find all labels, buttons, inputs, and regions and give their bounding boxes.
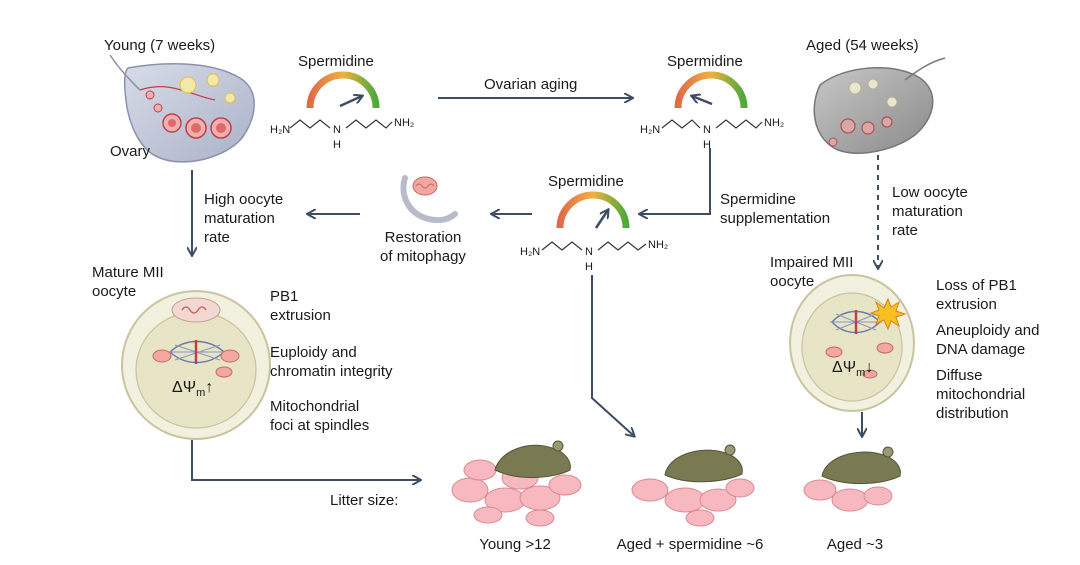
aged-feature-6: mitochondrial <box>936 386 1026 403</box>
chem-nh2-young: NH₂ <box>394 117 415 129</box>
chem-h2n-aged: H₂N <box>640 124 661 136</box>
spermidine-structure-aged <box>661 119 763 129</box>
gauge-supplemented <box>556 191 630 229</box>
mature-line1: Mature MII <box>92 264 164 281</box>
chem-nh2-supplemented: NH₂ <box>648 239 669 251</box>
mature-oocyte-illustration <box>121 290 271 440</box>
chem-n-supplemented: N <box>585 246 593 258</box>
delta-psi-symbol: ΔΨ <box>172 379 197 396</box>
young-feature-5: Mitochondrial <box>270 398 360 415</box>
delta-psi-subscript: m <box>856 367 866 380</box>
mature-to-litter-arrow <box>191 440 420 480</box>
young-feature-1: PB1 <box>270 288 299 305</box>
litter-aged-illustration <box>803 446 901 512</box>
spermidine-label-aged: Spermidine <box>667 53 743 70</box>
membrane-potential-young: ΔΨm↑ <box>172 378 213 403</box>
supplemented-to-litter-arrow <box>591 275 634 436</box>
chem-h-aged: H <box>703 139 711 151</box>
aged-feature-5: Diffuse <box>936 367 983 384</box>
young-feature-6: foci at spindles <box>270 417 370 434</box>
chem-h-young: H <box>333 139 341 151</box>
restoration-line2: of mitophagy <box>380 248 466 265</box>
delta-psi-symbol: ΔΨ <box>832 359 857 376</box>
gauge-young <box>306 71 380 109</box>
low-rate-line3: rate <box>892 222 918 239</box>
young-feature-4: chromatin integrity <box>270 363 393 380</box>
young-title: Young (7 weeks) <box>104 37 216 54</box>
spermidine-label-supplemented: Spermidine <box>548 173 624 190</box>
low-rate-line2: maturation <box>892 203 963 220</box>
supplementation-arrow <box>640 148 711 214</box>
up-arrow-icon: ↑ <box>205 379 214 396</box>
spermidine-structure-young <box>289 119 393 129</box>
gauge-aged <box>674 71 748 109</box>
impaired-line1: Impaired MII <box>770 254 854 271</box>
chem-nh2-aged: NH₂ <box>764 117 785 129</box>
restoration-line1: Restoration <box>384 229 462 246</box>
litter-young-illustration <box>451 440 582 527</box>
delta-psi-subscript: m <box>196 387 206 400</box>
young-feature-3: Euploidy and <box>270 344 357 361</box>
litter-young-label: Young >12 <box>479 536 551 553</box>
mature-line2: oocyte <box>92 283 137 300</box>
high-rate-line2: maturation <box>204 210 275 227</box>
ovary-label: Ovary <box>110 143 151 160</box>
litter-size-label: Litter size: <box>330 492 399 509</box>
litter-spermidine-label: Aged + spermidine ~6 <box>616 536 764 553</box>
chem-n-young: N <box>333 124 341 136</box>
litter-spermidine-illustration <box>631 444 755 527</box>
high-rate-line1: High oocyte <box>204 191 284 208</box>
litter-aged-label: Aged ~3 <box>826 536 884 553</box>
aged-ovary-illustration <box>813 57 946 154</box>
aged-feature-7: distribution <box>936 405 1009 422</box>
chem-h-supplemented: H <box>585 261 593 273</box>
supplementation-line2: supplementation <box>720 210 831 227</box>
aged-feature-1: Loss of PB1 <box>936 277 1017 294</box>
aged-title: Aged (54 weeks) <box>806 37 919 54</box>
spermidine-structure-supplemented <box>541 241 647 251</box>
membrane-potential-aged: ΔΨm↓ <box>832 358 873 383</box>
aged-feature-3: Aneuploidy and <box>936 322 1040 339</box>
impaired-oocyte-illustration <box>789 274 915 412</box>
young-ovary-illustration <box>109 54 255 163</box>
aged-feature-2: extrusion <box>936 296 997 313</box>
impaired-line2: oocyte <box>770 273 815 290</box>
young-feature-2: extrusion <box>270 307 331 324</box>
high-rate-line3: rate <box>204 229 230 246</box>
ovarian-aging-label: Ovarian aging <box>484 76 578 93</box>
low-rate-line1: Low oocyte <box>892 184 968 201</box>
supplementation-line1: Spermidine <box>720 191 796 208</box>
chem-n-aged: N <box>703 124 711 136</box>
spermidine-label-young: Spermidine <box>298 53 374 70</box>
chem-h2n-young: H₂N <box>270 124 291 136</box>
chem-h2n-supplemented: H₂N <box>520 246 541 258</box>
down-arrow-icon: ↓ <box>865 359 874 376</box>
mitophagy-illustration <box>400 175 458 224</box>
aged-feature-4: DNA damage <box>936 341 1026 358</box>
